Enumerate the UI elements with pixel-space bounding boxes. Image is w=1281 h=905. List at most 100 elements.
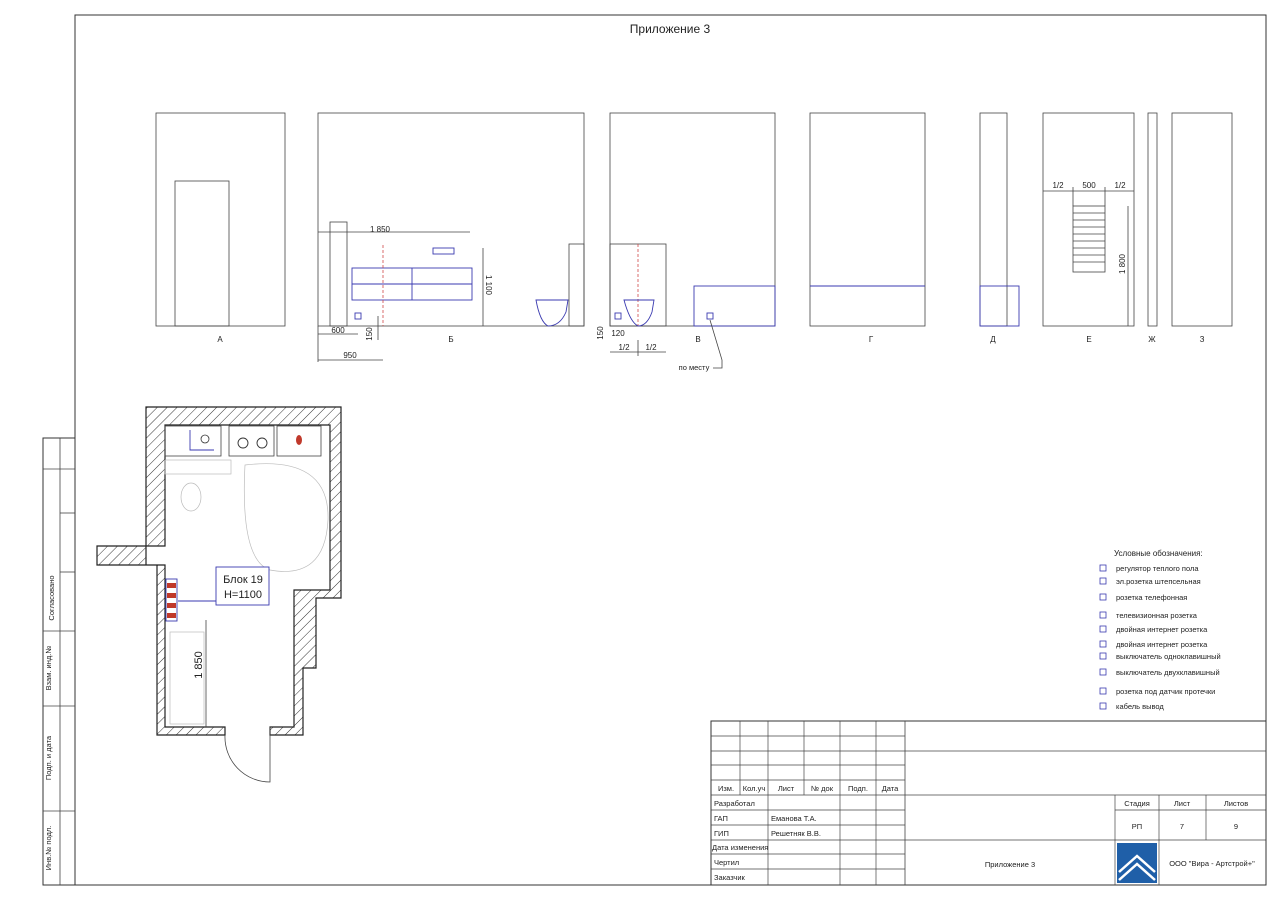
legend: Условные обозначения: регулятор теплого …	[1099, 549, 1221, 711]
floor-plan: Блок 19 H=1100 1 850	[96, 406, 342, 783]
leak-sensor-outlet-icon	[706, 312, 714, 320]
side-label-podp: Подп. и дата	[44, 735, 53, 780]
elevation-label-a: А	[217, 335, 223, 344]
legend-item: эл.розетка штепсельная	[1116, 577, 1201, 586]
dim-500: 500	[1082, 181, 1096, 190]
plan-dim-1850: 1 850	[193, 651, 205, 679]
dim-1800: 1 800	[1118, 253, 1127, 274]
dim-e-half-2: 1/2	[1114, 181, 1126, 190]
wall-toilet-icon	[535, 299, 569, 327]
legend-item: двойная интернет розетка	[1116, 625, 1208, 634]
leak-sensor-outlet-icon	[1099, 687, 1107, 695]
cable-outlet-icon	[1099, 702, 1107, 710]
legend-item: розетка под датчик протечки	[1116, 687, 1215, 696]
double-switch-icon	[1099, 668, 1107, 676]
toilet-outline	[180, 482, 202, 512]
wall-toilet-icon	[623, 299, 655, 327]
stamp-role: Разработал	[714, 799, 755, 808]
legend-item: двойная интернет розетка	[1116, 640, 1208, 649]
elevation-label-g: Г	[869, 335, 874, 344]
legend-item: кабель вывод	[1116, 702, 1164, 711]
legend-title: Условные обозначения:	[1114, 549, 1203, 558]
power-outlet-icon	[1099, 577, 1107, 585]
elevation-zh: Ж	[1147, 112, 1158, 344]
elevation-label-z: З	[1200, 335, 1205, 344]
towel-dryer-icon	[1072, 205, 1106, 273]
elevation-v: 150 120 1/2 1/2 по месту В	[596, 112, 776, 372]
sheet-frame	[74, 14, 1267, 886]
dim-e-half-1: 1/2	[1052, 181, 1064, 190]
stamp-doc-title: Приложение 3	[985, 860, 1035, 869]
pipe-line	[189, 430, 214, 451]
door-opening	[174, 180, 230, 327]
stamp-role: Дата изменения	[712, 843, 768, 852]
floor-heating-regulator-icon	[1099, 564, 1107, 572]
dim-120: 120	[611, 329, 625, 338]
tv-outlet-icon	[1099, 611, 1107, 619]
stamp-sheets-label: Листов	[1224, 799, 1248, 808]
stamp-header: Дата	[882, 784, 899, 793]
stamp-stage: РП	[1132, 822, 1142, 831]
dim-1100: 1 100	[484, 275, 493, 296]
cabinet-column	[329, 221, 348, 327]
legend-item: выключатель двухклавишный	[1116, 668, 1220, 677]
stamp-sheet-label: Лист	[1174, 799, 1191, 808]
elevation-d: Д	[979, 112, 1020, 344]
title-block: Изм. Кол.уч Лист № док Подп. Дата Разраб…	[710, 720, 1267, 886]
block-callout	[215, 566, 270, 606]
elevation-z: З	[1171, 112, 1233, 344]
stamp-header: Лист	[778, 784, 795, 793]
stamp-role: Чертил	[714, 858, 739, 867]
outlet-icon	[614, 312, 622, 320]
single-switch-icon	[1099, 652, 1107, 660]
elevation-g: Г	[809, 112, 926, 344]
elevation-b: 1 850 1 100 600 150 950 Б	[317, 112, 585, 362]
door-swing	[224, 727, 271, 783]
stamp-role: Заказчик	[714, 873, 746, 882]
stamp-name: Еманова Т.А.	[771, 814, 817, 823]
side-label-agreed: Согласовано	[47, 575, 56, 620]
sink-cabinet	[164, 425, 222, 457]
dim-1850: 1 850	[370, 225, 391, 234]
dim-half-1: 1/2	[618, 343, 630, 352]
legend-item: розетка телефонная	[1116, 593, 1187, 602]
stamp-sheet: 7	[1180, 822, 1184, 831]
phone-outlet-icon	[1099, 593, 1107, 601]
side-stamp: Согласовано Взам. инд.№ Подп. и дата Инв…	[42, 437, 76, 886]
socket-block-icon	[432, 247, 455, 255]
legend-item: регулятор теплого пола	[1116, 564, 1199, 573]
stamp-role: ГИП	[714, 829, 729, 838]
elevation-label-d: Д	[990, 335, 996, 344]
company-logo-icon	[1117, 843, 1157, 883]
stamp-sheets: 9	[1234, 822, 1238, 831]
elevation-e: 1/2 500 1/2 1 800 Е	[1042, 112, 1135, 344]
bathtub-outline	[243, 463, 329, 572]
dim-600: 600	[331, 326, 345, 335]
legend-item: телевизионная розетка	[1116, 611, 1198, 620]
stamp-header: Подп.	[848, 784, 868, 793]
stamp-stage-label: Стадия	[1124, 799, 1150, 808]
legend-item: выключатель одноклавишный	[1116, 652, 1221, 661]
sheet-title: Приложение 3	[630, 22, 711, 36]
legend-icons	[1099, 564, 1107, 710]
elevation-label-b: Б	[448, 335, 453, 344]
note-po-mestu: по месту	[679, 363, 710, 372]
stamp-company: ООО "Вира - Артстрой+"	[1169, 859, 1255, 868]
stamp-header: Кол.уч	[743, 784, 766, 793]
outlet-icon	[354, 312, 362, 320]
stamp-header: Изм.	[718, 784, 734, 793]
dim-half-2: 1/2	[645, 343, 657, 352]
elevation-a: А	[155, 112, 286, 344]
elevation-label-zh: Ж	[1148, 335, 1156, 344]
side-label-inv: Инв.№ подл.	[44, 826, 53, 871]
stamp-header: № док	[811, 784, 834, 793]
side-label-vzam: Взам. инд.№	[44, 646, 53, 691]
stamp-role: ГАП	[714, 814, 728, 823]
internet-outlet-icon	[1099, 640, 1107, 648]
dim-150: 150	[365, 327, 374, 341]
cabinet-outline	[169, 631, 205, 725]
dim-150-v: 150	[596, 326, 605, 340]
elevation-label-e: Е	[1086, 335, 1091, 344]
stamp-name: Решетняк В.В.	[771, 829, 821, 838]
